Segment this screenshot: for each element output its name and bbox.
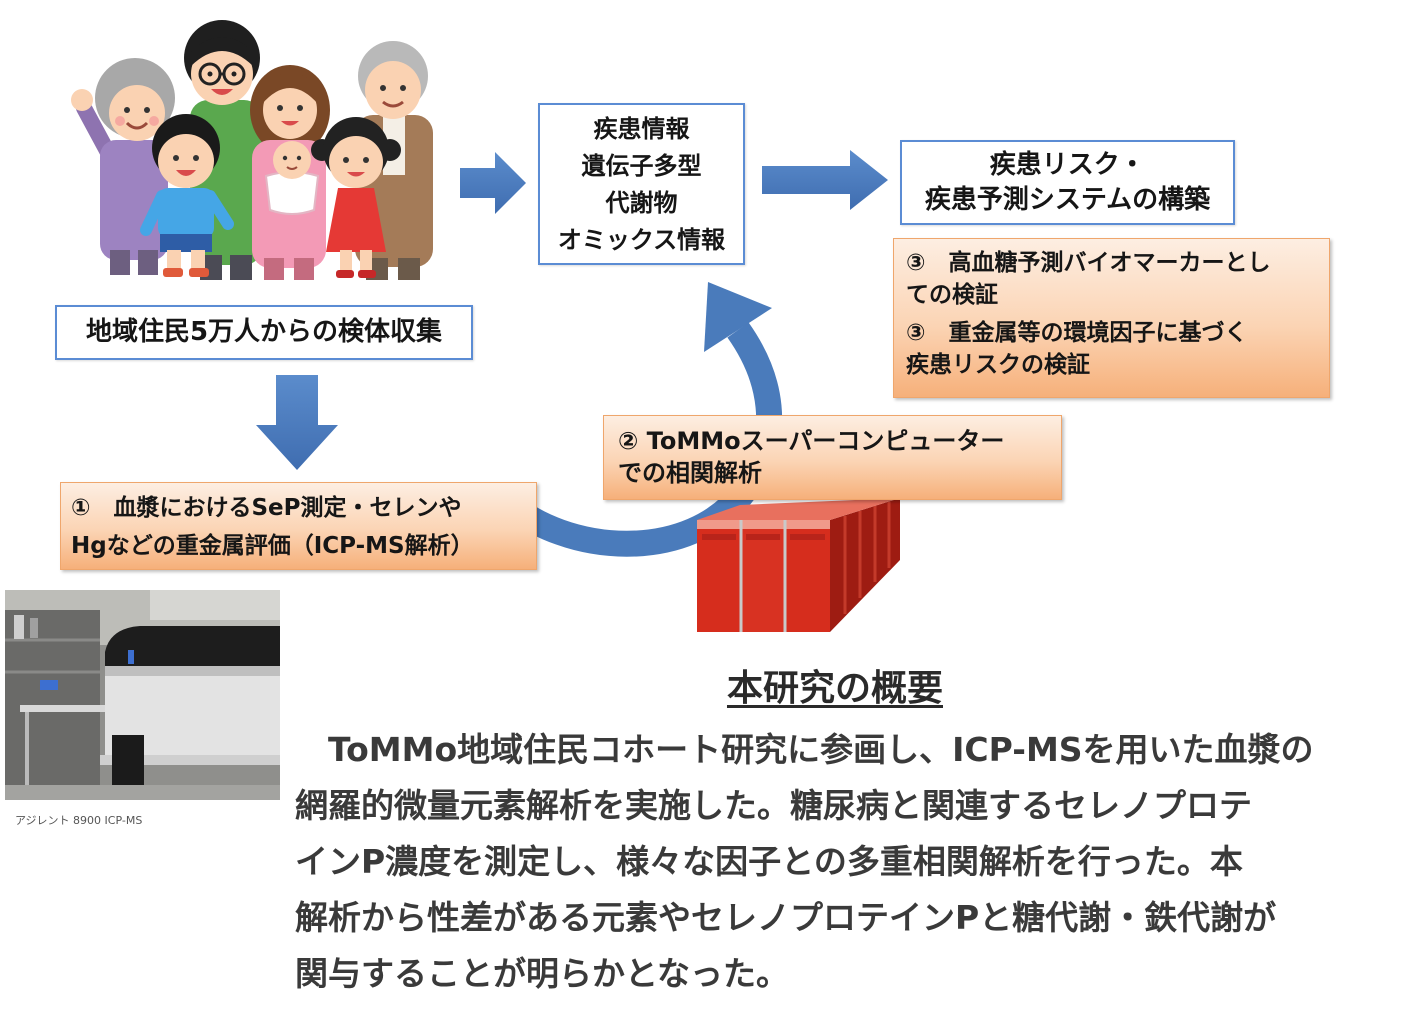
summary-body: ToMMo地域住民コホート研究に参画し、ICP-MSを用いた血漿の 網羅的微量元… (295, 722, 1385, 1002)
family-illustration (71, 20, 433, 280)
data-box-line: オミックス情報 (557, 226, 726, 254)
summary-line: ToMMo地域住民コホート研究に参画し、ICP-MSを用いた血漿の (295, 730, 1314, 769)
sample-collection-label: 地域住民5万人からの検体収集 (85, 317, 443, 347)
step3-line: ③ 重金属等の環境因子に基づく (906, 320, 1248, 346)
step2-line: ② ToMMoスーパーコンピューター (618, 427, 1005, 455)
step2-line: での相関解析 (618, 459, 762, 487)
mother-figure (250, 65, 330, 280)
step3-line: ての検証 (906, 282, 998, 308)
supercomputer-racks-icon (697, 498, 900, 632)
curved-arrow-icon (496, 282, 783, 557)
step3-line: 疾患リスクの検証 (906, 352, 1090, 378)
risk-box-line: 疾患予測システムの構築 (924, 185, 1211, 215)
summary-line: 網羅的微量元素解析を実施した。糖尿病と関連するセレノプロテ (295, 786, 1252, 825)
step3-line: ③ 高血糖予測バイオマーカーとし (906, 250, 1271, 276)
step1-line: ① 血漿におけるSeP測定・セレンや (71, 495, 462, 521)
summary-line: 解析から性差がある元素やセレノプロテインPと糖代謝・鉄代謝が (295, 898, 1277, 937)
summary-line: インP濃度を測定し、様々な因子との多重相関解析を行った。本 (295, 842, 1243, 881)
risk-box-line: 疾患リスク・ (989, 150, 1146, 180)
step3-validation-box: ③ 高血糖予測バイオマーカーとし ての検証 ③ 重金属等の環境因子に基づく 疾患… (893, 238, 1330, 398)
right-arrow-icon (762, 150, 888, 210)
step2-analysis-box: ② ToMMoスーパーコンピューター での相関解析 (603, 415, 1062, 500)
right-arrow-icon (460, 152, 526, 214)
sample-collection-box: 地域住民5万人からの検体収集 (55, 305, 473, 360)
data-box-line: 疾患情報 (593, 115, 690, 143)
health-data-box: 疾患情報 遺伝子多型 代謝物 オミックス情報 (538, 103, 745, 265)
down-arrow-icon (256, 375, 338, 470)
data-box-line: 遺伝子多型 (581, 152, 702, 180)
step1-line: Hgなどの重金属評価（ICP-MS解析） (71, 533, 474, 559)
girl-figure (311, 117, 401, 278)
baby-figure (264, 141, 320, 215)
photo-caption: アジレント 8900 ICP-MS (15, 814, 143, 827)
grandmother-figure (71, 58, 175, 275)
icp-ms-instrument-photo (5, 590, 280, 800)
data-box-line: 代謝物 (605, 189, 678, 217)
summary-line: 関与することが明らかとなった。 (295, 954, 790, 993)
risk-prediction-box: 疾患リスク・ 疾患予測システムの構築 (900, 140, 1235, 225)
step1-measurement-box: ① 血漿におけるSeP測定・セレンや Hgなどの重金属評価（ICP-MS解析） (60, 482, 537, 570)
boy-figure (140, 114, 234, 277)
summary-title: 本研究の概要 (726, 668, 943, 709)
